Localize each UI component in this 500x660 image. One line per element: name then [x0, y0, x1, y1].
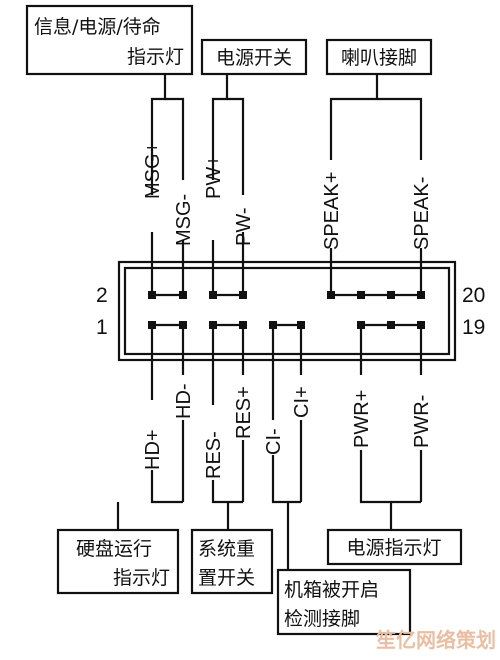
- row-number-1: 1: [96, 316, 108, 339]
- hdd-led-label-line2: 指示灯: [113, 567, 170, 589]
- pin-20: [417, 291, 425, 299]
- pin-19: [417, 321, 425, 329]
- reset-switch-box: [190, 528, 274, 595]
- hdd-led-label-line1: 硬盘运行: [76, 538, 152, 560]
- pin-label-ci-plus: CI+: [291, 386, 313, 418]
- watermark: 笙亿网络策划: [375, 628, 496, 652]
- msg-led-box: [25, 4, 194, 76]
- pin-label-pwr-minus: PWR-: [411, 395, 433, 448]
- chassis-intrusion-label-line1: 机箱被开启: [284, 579, 379, 601]
- pin-label-pwr-plus: PWR+: [351, 390, 373, 448]
- pin-6: [209, 291, 217, 299]
- power-switch-label: 电源开关: [216, 47, 292, 69]
- reset-switch-label-line1: 系统重: [198, 538, 255, 560]
- power-led-box: [326, 528, 463, 566]
- row-number-19: 19: [462, 316, 485, 339]
- pin-label-res-plus: RES+: [233, 386, 255, 439]
- pin-1: [148, 321, 156, 329]
- pin-label-msg-minus: MSG-: [173, 194, 195, 246]
- power-led-label: 电源指示灯: [346, 537, 441, 559]
- row-number-20: 20: [462, 284, 485, 307]
- speaker-box: [325, 38, 433, 76]
- pin-label-pw-minus: PW-: [233, 207, 255, 246]
- pin-3: [179, 321, 187, 329]
- pin-9: [269, 321, 277, 329]
- pin-2: [148, 291, 156, 299]
- pin-label-speak-plus: SPEAK+: [321, 172, 343, 250]
- pin-14: [327, 291, 335, 299]
- speaker-label: 喇叭接脚: [341, 47, 417, 69]
- pin-15: [357, 321, 365, 329]
- pin-7: [239, 321, 247, 329]
- row-number-2: 2: [96, 284, 108, 307]
- pin-16: [357, 291, 365, 299]
- pin-label-hd-plus: HD+: [142, 429, 164, 470]
- pin-label-pw-plus: PW+: [203, 155, 225, 199]
- power-switch-box: [200, 38, 308, 76]
- chassis-intrusion-label-line2: 检测接脚: [284, 608, 360, 630]
- reset-switch-label-line2: 置开关: [198, 567, 255, 589]
- pin-11: [297, 321, 305, 329]
- pin-label-ci-minus: CI-: [263, 428, 285, 455]
- header-inner-frame: [123, 266, 451, 356]
- msg-led-label-line1: 信息/电源/待命: [34, 16, 161, 38]
- header-outer-frame: [117, 260, 457, 362]
- pin-17: [387, 321, 395, 329]
- pin-label-res-minus: RES-: [203, 431, 225, 479]
- pin-label-hd-minus: HD-: [173, 383, 195, 419]
- pin-8: [239, 291, 247, 299]
- pin-label-msg-plus: MSG+: [142, 142, 164, 199]
- pin-4: [179, 291, 187, 299]
- pin-5: [209, 321, 217, 329]
- pin-18: [387, 291, 395, 299]
- msg-led-label-line2: 指示灯: [127, 46, 184, 68]
- chassis-intrusion-box: [276, 568, 412, 636]
- pin-label-speak-minus: SPEAK-: [411, 177, 433, 250]
